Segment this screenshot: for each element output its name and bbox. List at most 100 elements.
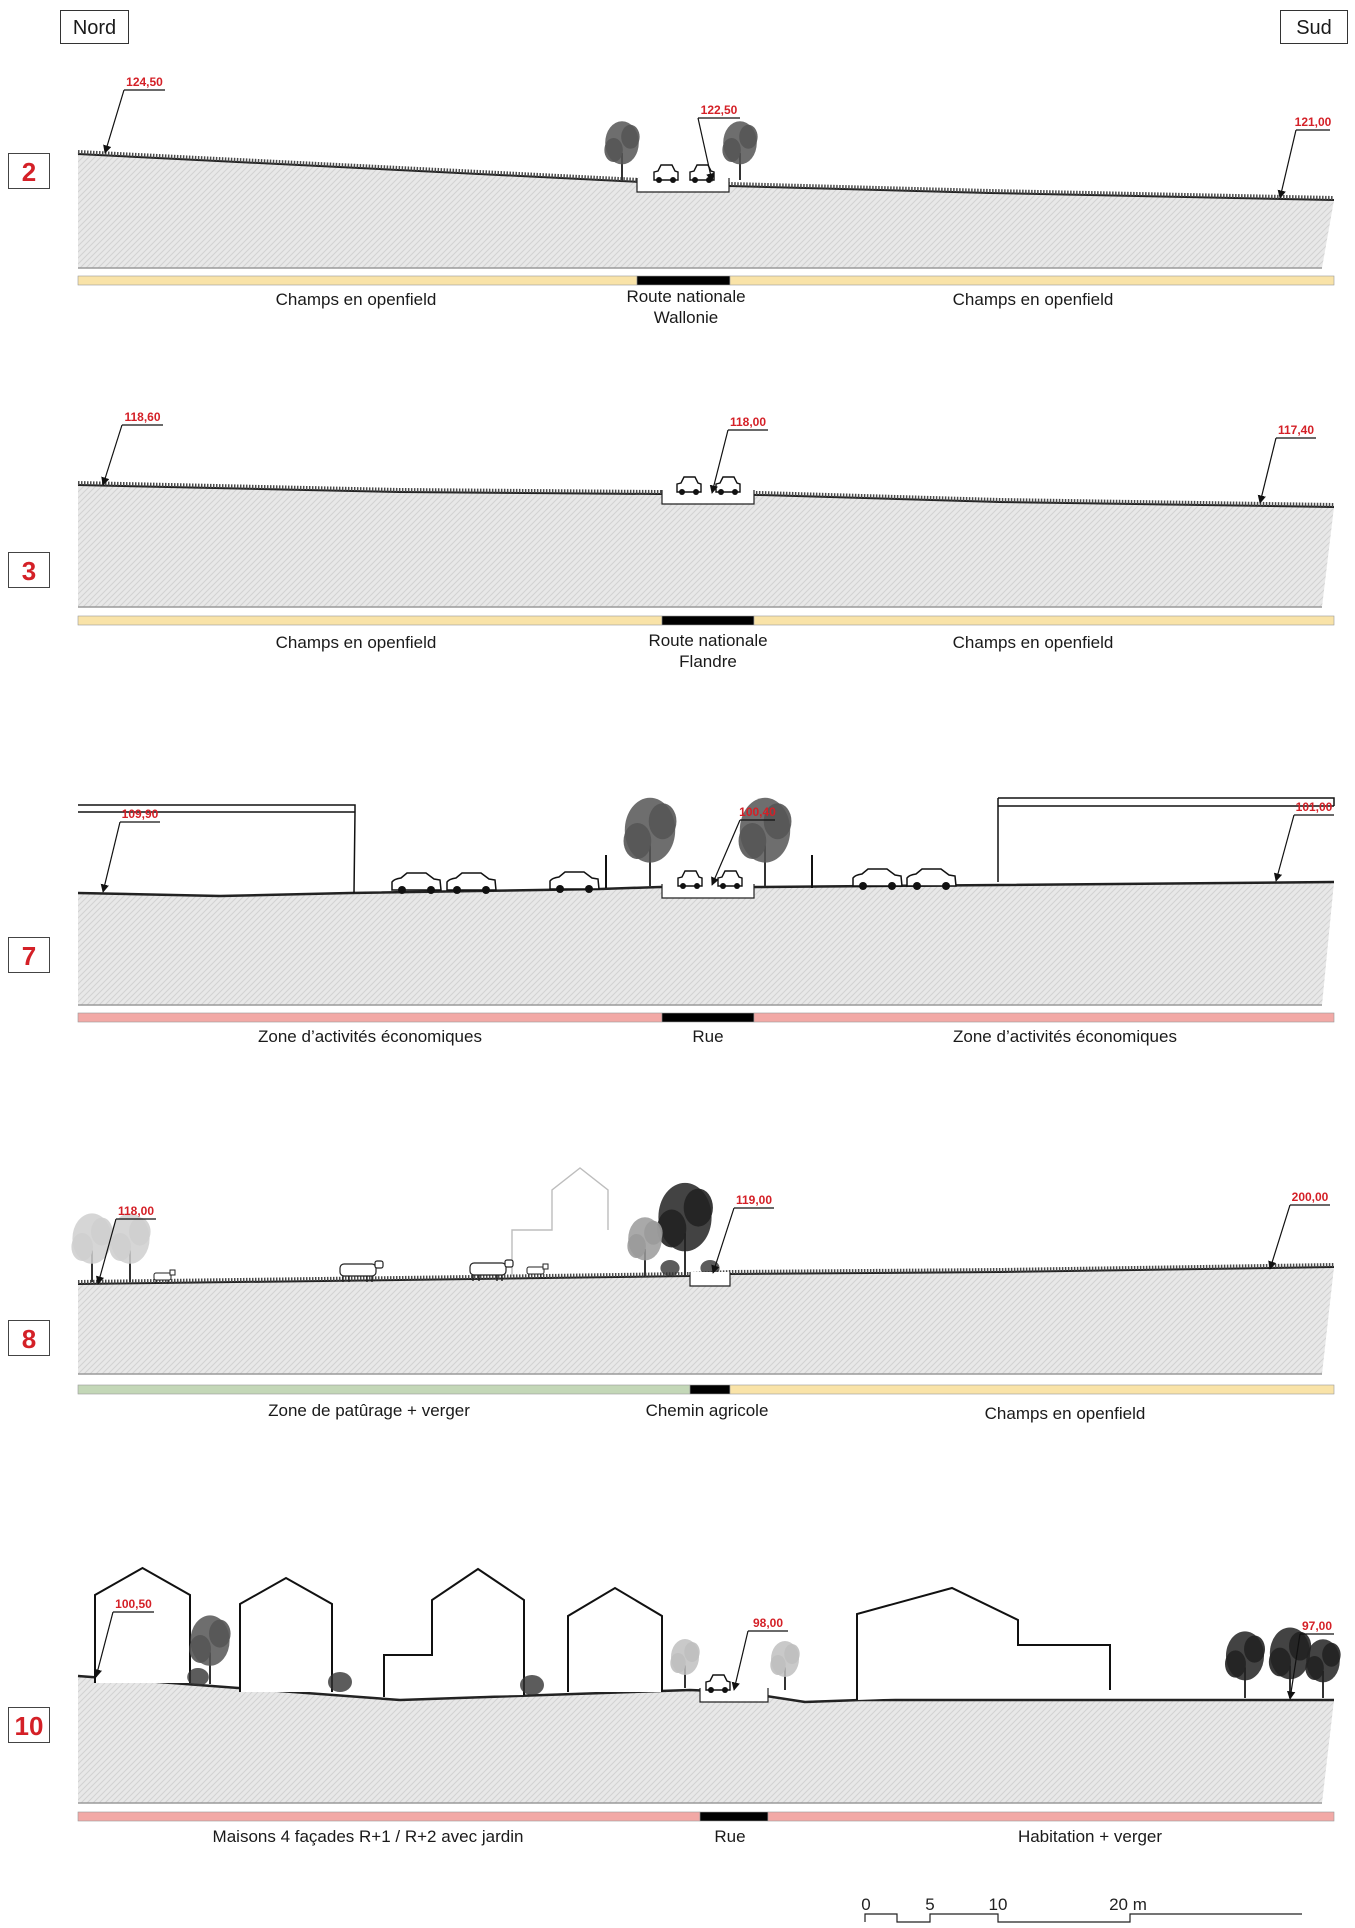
- elevation-s7-center-leader: [711, 819, 741, 886]
- tree-icon: [1268, 1627, 1312, 1698]
- zone-label-s10-right: Habitation + verger: [1018, 1827, 1162, 1846]
- zone-label-s8-road: Chemin agricole: [646, 1401, 769, 1420]
- cow-head: [374, 1260, 384, 1269]
- zone-label-s3-left-line: Champs en openfield: [276, 633, 437, 652]
- elevation-s8-right: 200,00: [1292, 1190, 1329, 1204]
- car-body: [653, 164, 679, 181]
- orientation-north-label: Nord: [60, 10, 129, 44]
- zone-label-s8-right: Champs en openfield: [985, 1404, 1146, 1423]
- house-outline: [567, 1586, 663, 1692]
- tree-icon: [71, 1213, 113, 1282]
- tree-crown: [770, 1655, 786, 1675]
- elevation-s10-left-leader: [93, 1611, 114, 1678]
- elevation-s2-center-leader: [697, 117, 715, 182]
- car-body: [391, 872, 442, 891]
- cow-body: [469, 1262, 507, 1276]
- car-wheel: [722, 1687, 728, 1693]
- zone-label-s3-road-line: Flandre: [679, 652, 737, 671]
- ground-fill: [78, 882, 1334, 1005]
- zone-band-champs: [729, 275, 1335, 286]
- tree-crown: [1305, 1656, 1324, 1680]
- tree-icon: [1225, 1631, 1265, 1698]
- zone-label-s2-road-line: Wallonie: [654, 308, 719, 327]
- house-outline: [239, 1576, 333, 1692]
- car-icon: [653, 164, 679, 183]
- elevation-s8-left: 118,00: [118, 1204, 154, 1218]
- elevation-s7-center: 100,40: [739, 805, 776, 819]
- tree-crown: [189, 1635, 211, 1663]
- zone-band-champs: [77, 275, 638, 286]
- background-house-outline: [511, 1167, 609, 1276]
- grass-texture: [77, 150, 1335, 200]
- elevation-s8-right-leader: [1268, 1204, 1291, 1270]
- calf-body: [526, 1266, 545, 1275]
- section-badge-10: 10: [8, 1707, 50, 1743]
- zone-label-s3-right: Champs en openfield: [953, 633, 1114, 652]
- calf-head: [169, 1269, 176, 1276]
- road-cut: [699, 1688, 769, 1703]
- car-body: [852, 868, 903, 887]
- calf-icon: [526, 1263, 549, 1278]
- zone-band-zone_eco: [753, 1012, 1335, 1023]
- car-icon: [676, 476, 702, 495]
- tree-crown: [683, 1188, 713, 1227]
- zone-label-s2-road-line: Route nationale: [626, 287, 745, 306]
- zone-band-route: [636, 275, 731, 286]
- tree-crown: [621, 124, 640, 149]
- car-wheel: [888, 882, 896, 890]
- car-body: [906, 868, 957, 887]
- elevation-s10-center: 98,00: [753, 1616, 783, 1630]
- zone-band-route: [661, 1012, 755, 1023]
- car-body: [676, 476, 702, 493]
- elevation-s7-right-leader: [1273, 814, 1295, 882]
- tree-crown: [784, 1644, 800, 1664]
- zone-band-route: [699, 1811, 769, 1822]
- car-side-icon: [852, 868, 903, 890]
- zone-band-champs: [729, 1384, 1335, 1395]
- tree-crown: [1322, 1642, 1341, 1667]
- scale-bar-line: [864, 1913, 1302, 1923]
- car-icon: [717, 870, 743, 889]
- zone-label-s2-right-line: Champs en openfield: [953, 290, 1114, 309]
- car-wheel: [694, 883, 700, 889]
- zone-label-s7-right-line: Zone d’activités économiques: [953, 1027, 1177, 1046]
- tree-icon: [623, 797, 677, 886]
- house-outline: [383, 1567, 525, 1697]
- elevation-s3-right-leader: [1257, 437, 1277, 504]
- elevation-s7-left-leader: [100, 821, 121, 893]
- shrub-icon: [520, 1675, 544, 1695]
- tree-crown: [739, 124, 758, 149]
- scale-bar-tick-label: 5: [925, 1895, 934, 1914]
- tree-icon: [670, 1639, 700, 1688]
- scale-bar-tick-label: 0: [861, 1895, 870, 1914]
- zone-band-champs: [77, 615, 663, 626]
- car-wheel: [734, 883, 740, 889]
- tree-crown: [91, 1217, 113, 1246]
- section-artwork: [71, 121, 1341, 1822]
- zone-label-s2-left-line: Champs en openfield: [276, 290, 437, 309]
- section-badge-8: 8: [8, 1320, 50, 1356]
- tree-crown: [1225, 1650, 1246, 1678]
- elevation-s10-left: 100,50: [115, 1597, 152, 1611]
- road-cut: [636, 178, 730, 193]
- ground-fill: [78, 1676, 1334, 1803]
- tree-icon: [189, 1615, 231, 1684]
- zone-label-s7-road-line: Rue: [692, 1027, 723, 1046]
- elevation-s7-left: 109,90: [122, 807, 159, 821]
- zone-label-s8-right-line: Champs en openfield: [985, 1404, 1146, 1423]
- cow-body: [339, 1263, 377, 1277]
- tree-crown: [627, 1234, 646, 1258]
- tree-crown: [1268, 1647, 1292, 1677]
- car-wheel: [732, 489, 738, 495]
- zone-band-zone_eco: [77, 1012, 663, 1023]
- car-body: [549, 871, 600, 890]
- ground-fill: [78, 154, 1334, 268]
- zone-label-s7-left: Zone d’activités économiques: [258, 1027, 482, 1046]
- tree-icon: [738, 797, 792, 886]
- zone-label-s10-road-line: Rue: [714, 1827, 745, 1846]
- tree-crown: [657, 1209, 687, 1248]
- elevation-s10-center-leader: [731, 1630, 749, 1691]
